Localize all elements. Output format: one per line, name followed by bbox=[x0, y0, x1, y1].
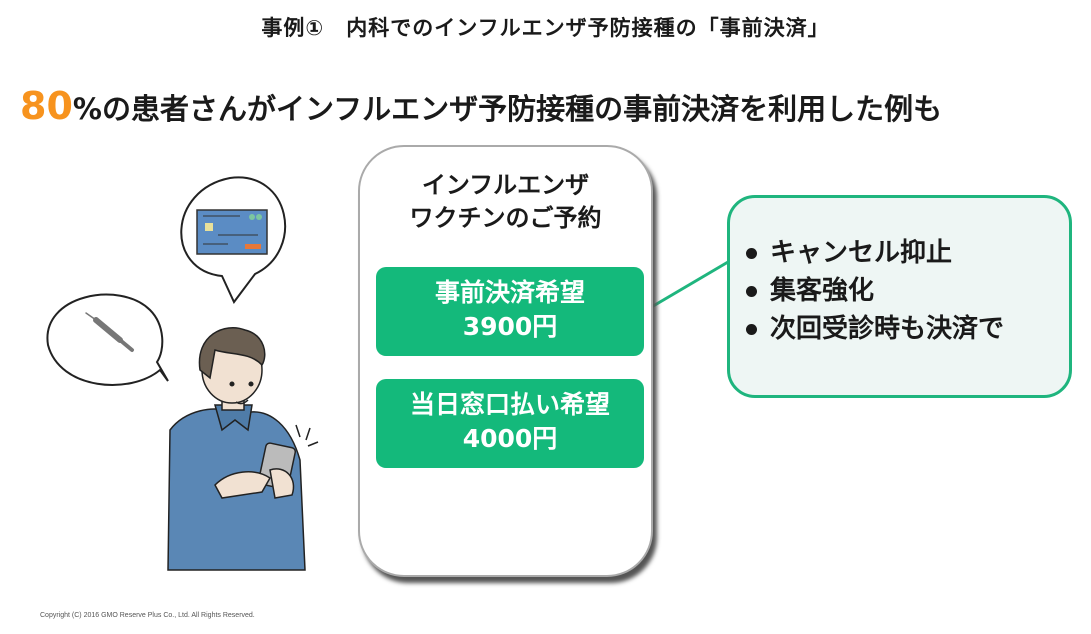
reservation-title: インフルエンザ ワクチンのご予約 bbox=[360, 169, 651, 235]
slide-title: 事例① 内科でのインフルエンザ予防接種の「事前決済」 bbox=[261, 16, 830, 40]
benefit-item: 集客強化 bbox=[746, 272, 1069, 310]
pay-at-counter-option-button[interactable]: 当日窓口払い希望 4000円 bbox=[376, 379, 644, 468]
headline: 80%の患者さんがインフルエンザ予防接種の事前決済を利用した例も bbox=[20, 84, 942, 128]
reservation-title-line1: インフルエンザ bbox=[421, 171, 590, 199]
option-price: 3900円 bbox=[462, 312, 558, 341]
benefits-list: キャンセル抑止 集客強化 次回受診時も決済で bbox=[730, 198, 1069, 348]
prepay-option-button[interactable]: 事前決済希望 3900円 bbox=[376, 267, 644, 356]
option-label: 事前決済希望 bbox=[434, 278, 585, 307]
benefit-item: 次回受診時も決済で bbox=[746, 310, 1069, 348]
headline-text: %の患者さんがインフルエンザ予防接種の事前決済を利用した例も bbox=[72, 92, 943, 126]
copyright: Copyright (C) 2016 GMO Reserve Plus Co.,… bbox=[40, 612, 255, 619]
option-price: 4000円 bbox=[462, 424, 558, 453]
syringe-speech-bubble bbox=[46, 293, 169, 386]
syringe-icon bbox=[85, 312, 134, 352]
connector-line bbox=[642, 260, 729, 314]
person-illustration bbox=[167, 326, 319, 571]
credit-card-icon bbox=[196, 209, 268, 255]
reservation-phone-card: インフルエンザ ワクチンのご予約 事前決済希望 3900円 当日窓口払い希望 4… bbox=[358, 145, 653, 577]
benefit-item: キャンセル抑止 bbox=[746, 234, 1069, 272]
reservation-title-line2: ワクチンのご予約 bbox=[409, 204, 602, 232]
benefits-callout: キャンセル抑止 集客強化 次回受診時も決済で bbox=[727, 195, 1072, 398]
option-label: 当日窓口払い希望 bbox=[409, 390, 610, 419]
headline-percent: 80 bbox=[20, 84, 73, 128]
